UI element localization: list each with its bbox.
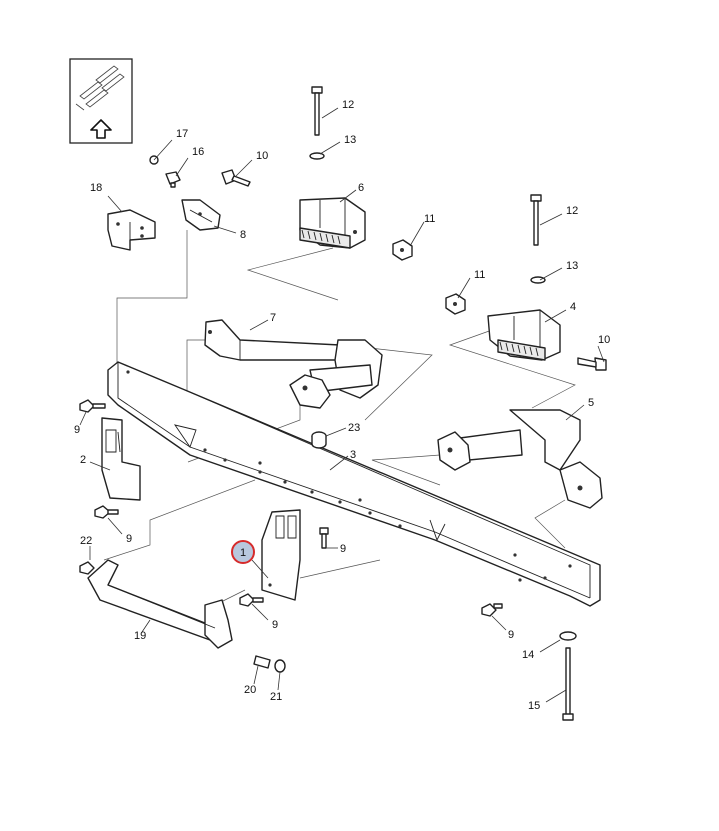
callout-18[interactable]: 18 [90, 182, 102, 194]
mounting-bracket-part[interactable] [107, 209, 156, 251]
callout-19[interactable]: 19 [134, 630, 146, 642]
washer-13-right-part[interactable] [530, 276, 546, 284]
callout-15[interactable]: 15 [528, 700, 540, 712]
bolt-12-part[interactable] [311, 86, 323, 136]
bolt-9-a-part[interactable] [79, 399, 106, 413]
callout-labels: 17 16 18 8 10 12 13 6 11 12 13 11 4 10 7… [74, 99, 610, 712]
lower-rod-part[interactable] [87, 559, 233, 649]
washer-13-part[interactable] [309, 152, 325, 160]
callout-7[interactable]: 7 [270, 312, 276, 324]
bolt-9-d-part[interactable] [319, 527, 329, 549]
callout-9-center-right[interactable]: 9 [340, 543, 346, 555]
callout-16[interactable]: 16 [192, 146, 204, 158]
callout-5[interactable]: 5 [588, 397, 594, 409]
callout-21[interactable]: 21 [270, 691, 282, 703]
callout-2[interactable]: 2 [80, 454, 86, 466]
callout-22[interactable]: 22 [80, 535, 92, 547]
callout-9-left-bottom[interactable]: 9 [126, 533, 132, 545]
callout-23[interactable]: 23 [348, 422, 360, 434]
callout-10[interactable]: 10 [256, 150, 268, 162]
bolt-12-right-part[interactable] [530, 194, 542, 246]
callout-4[interactable]: 4 [570, 301, 576, 313]
right-upper-clamp-part[interactable] [487, 309, 561, 361]
bolt-9-b-part[interactable] [94, 505, 119, 519]
callout-11[interactable]: 11 [424, 213, 435, 225]
callout-13[interactable]: 13 [344, 134, 356, 146]
cross-member-part[interactable] [107, 361, 601, 607]
callout-17[interactable]: 17 [176, 128, 188, 140]
bolt-15-part[interactable] [562, 647, 574, 721]
callout-9-left-top[interactable]: 9 [74, 424, 80, 436]
nut-11-part[interactable] [392, 239, 413, 261]
bolt-22-part[interactable] [79, 561, 95, 575]
bolt-10-part[interactable] [221, 169, 251, 187]
leader-lines [79, 107, 605, 703]
callout-9-right[interactable]: 9 [508, 629, 514, 641]
callout-9-center-bottom[interactable]: 9 [272, 619, 278, 631]
upper-clamp-part[interactable] [299, 197, 366, 249]
bolt-9-c-part[interactable] [239, 593, 264, 607]
callout-1[interactable]: 1 [240, 547, 246, 559]
left-support-arm-part[interactable] [204, 319, 383, 409]
center-plate-part[interactable] [261, 509, 301, 601]
bolt-9-e-part[interactable] [481, 603, 503, 617]
callout-20[interactable]: 20 [244, 684, 256, 696]
nut-11-right-part[interactable] [445, 293, 466, 315]
bracket-plate-part[interactable] [181, 199, 221, 231]
left-side-plate-part[interactable] [101, 417, 141, 501]
highlighted-callout-1[interactable]: 1 [231, 540, 255, 564]
spacer-23-part[interactable] [311, 431, 327, 449]
bolt-16-part[interactable] [165, 171, 181, 188]
callout-12[interactable]: 12 [342, 99, 354, 111]
assembly-view-icon [69, 58, 133, 144]
callout-6[interactable]: 6 [358, 182, 364, 194]
washer-14-part[interactable] [559, 631, 577, 641]
bolt-10-right-part[interactable] [577, 357, 607, 371]
callout-14[interactable]: 14 [522, 649, 534, 661]
callout-10-right[interactable]: 10 [598, 334, 610, 346]
ring-21-part[interactable] [274, 659, 286, 673]
callout-8[interactable]: 8 [240, 229, 246, 241]
assembly-guide-lines [103, 230, 576, 611]
callout-3[interactable]: 3 [350, 449, 356, 461]
callout-13-right[interactable]: 13 [566, 260, 578, 272]
callout-12-right[interactable]: 12 [566, 205, 578, 217]
right-support-arm-part[interactable] [437, 409, 603, 509]
callout-11-right[interactable]: 11 [474, 269, 485, 281]
arrow-up-icon [90, 119, 112, 139]
pin-20-part[interactable] [253, 655, 271, 669]
